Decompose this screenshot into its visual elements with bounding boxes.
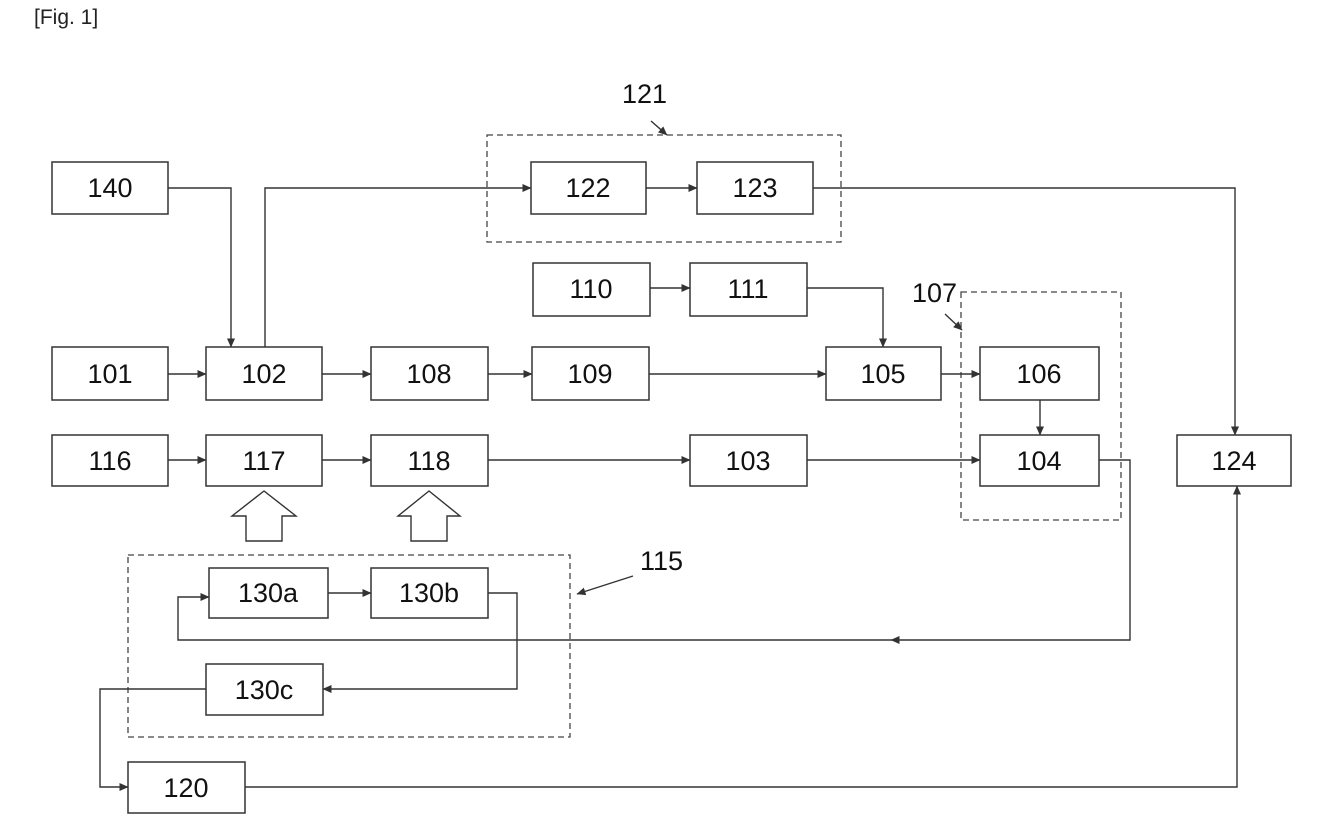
svg-text:102: 102 (241, 359, 286, 389)
conn-140-102 (168, 188, 231, 347)
leader-107 (945, 314, 962, 330)
svg-text:109: 109 (567, 359, 612, 389)
svg-text:116: 116 (88, 446, 131, 476)
svg-text:140: 140 (87, 173, 132, 203)
svg-text:105: 105 (860, 359, 905, 389)
box-117: 117 (206, 435, 322, 486)
box-101: 101 (52, 347, 168, 400)
box-130b: 130b (371, 568, 488, 618)
hollow-up-arrow-117 (232, 491, 296, 541)
box-118: 118 (371, 435, 488, 486)
svg-text:103: 103 (725, 446, 770, 476)
svg-text:130a: 130a (238, 578, 299, 608)
box-122: 122 (531, 162, 646, 214)
svg-text:120: 120 (163, 773, 208, 803)
box-103: 103 (690, 435, 807, 486)
svg-text:106: 106 (1016, 359, 1061, 389)
group-label-115: 115 (640, 546, 683, 576)
box-104: 104 (980, 435, 1099, 486)
svg-text:118: 118 (407, 446, 450, 476)
conn-104-feedback (891, 460, 1130, 640)
hollow-up-arrow-118 (398, 491, 460, 541)
conn-120-124 (245, 486, 1237, 787)
box-108: 108 (371, 347, 488, 400)
svg-text:117: 117 (242, 446, 285, 476)
box-140: 140 (52, 162, 168, 214)
box-102: 102 (206, 347, 322, 400)
svg-text:104: 104 (1016, 446, 1061, 476)
conn-111-105 (807, 288, 883, 347)
svg-text:122: 122 (565, 173, 610, 203)
box-116: 116 (52, 435, 168, 486)
svg-text:130c: 130c (235, 675, 294, 705)
box-120: 120 (128, 762, 245, 813)
svg-text:108: 108 (406, 359, 451, 389)
svg-text:110: 110 (569, 274, 612, 304)
box-130a: 130a (209, 568, 328, 618)
group-label-107: 107 (912, 278, 957, 308)
leader-121 (651, 121, 667, 135)
conn-102-122 (265, 188, 531, 347)
box-111: 111 (690, 263, 807, 316)
svg-text:124: 124 (1211, 446, 1256, 476)
group-label-121: 121 (622, 79, 667, 109)
svg-text:123: 123 (732, 173, 777, 203)
box-123: 123 (697, 162, 813, 214)
box-105: 105 (826, 347, 941, 400)
group-115 (128, 555, 570, 737)
box-110: 110 (533, 263, 650, 316)
svg-text:101: 101 (87, 359, 132, 389)
box-130c: 130c (206, 664, 323, 715)
leader-115 (577, 576, 633, 594)
box-124: 124 (1177, 435, 1291, 486)
svg-text:130b: 130b (399, 578, 459, 608)
box-109: 109 (532, 347, 649, 400)
box-106: 106 (980, 347, 1099, 400)
svg-text:111: 111 (727, 274, 768, 304)
